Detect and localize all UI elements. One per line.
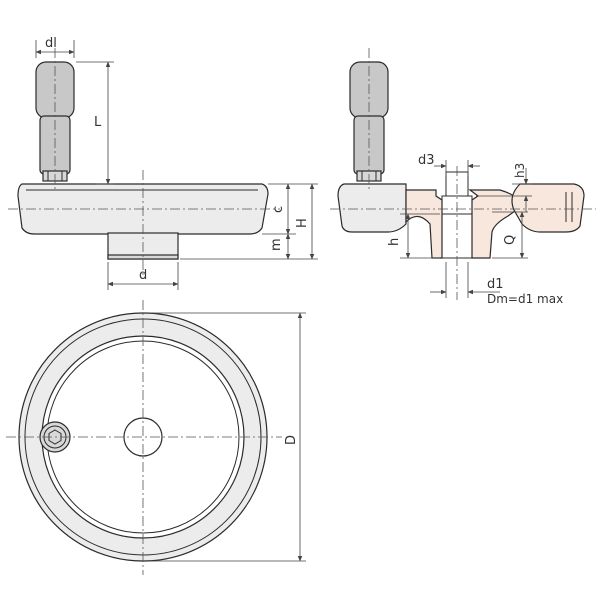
section-hub <box>405 189 443 259</box>
label-Q: Q <box>503 235 518 245</box>
label-H: H <box>295 218 310 228</box>
label-d3: d3 <box>418 153 435 168</box>
label-c: c <box>271 206 286 213</box>
section-view: d3 h3 h Q d1 Dm=d1 max <box>330 48 596 306</box>
label-dm-note: Dm=d1 max <box>487 292 563 306</box>
front-view: dl L c H m d <box>8 36 318 290</box>
label-d: d <box>139 268 147 283</box>
label-d1: d1 <box>487 277 504 292</box>
label-L: L <box>94 115 102 130</box>
label-D: D <box>284 435 299 445</box>
label-dl: dl <box>45 36 57 51</box>
plan-view: D <box>6 300 306 575</box>
label-h: h <box>387 238 402 246</box>
label-h3: h3 <box>513 163 527 178</box>
label-m: m <box>269 238 284 251</box>
section-rim-left <box>337 183 407 233</box>
section-rim-right <box>511 183 585 233</box>
